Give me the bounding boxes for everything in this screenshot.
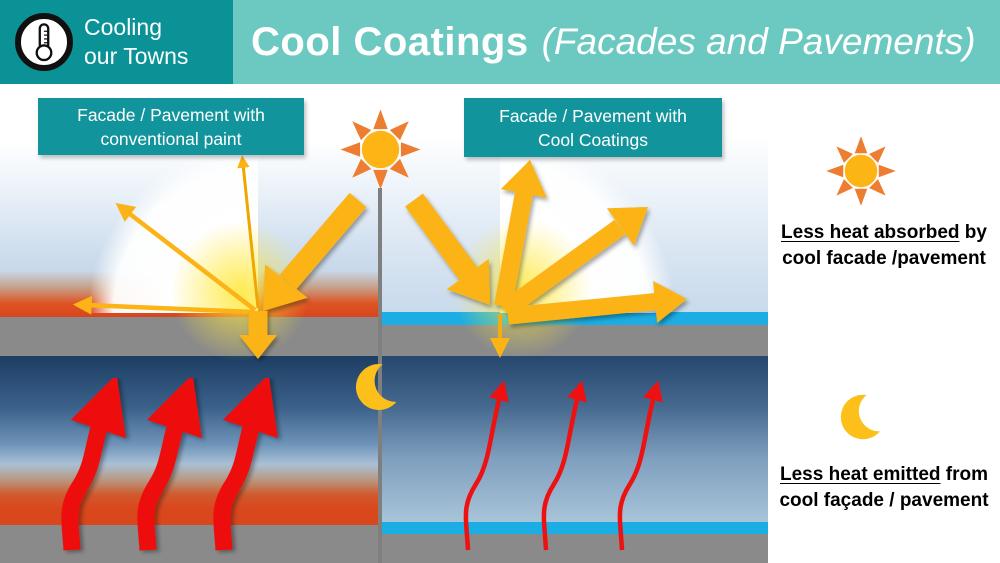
reflected-ray-diagonal-arrow: [499, 219, 626, 318]
moon-icon: [836, 384, 896, 450]
brand-logo: [15, 13, 73, 71]
absorbed-caption: Less heat absorbed by cool facade /pavem…: [766, 220, 1000, 272]
cool-coating-layer-night: [382, 522, 768, 534]
incoming-sunlight-arrowhead: [263, 264, 308, 311]
incoming-sunlight-arrowhead: [446, 259, 490, 305]
brand-line2: our Towns: [84, 43, 189, 69]
absorbed-heat-arrowhead: [239, 335, 277, 359]
reflected-ray-up-arrowhead: [500, 160, 547, 198]
small-emitted-heat-arrow: [617, 380, 663, 551]
reflected-ray-right-arrow: [507, 293, 657, 325]
emitted-heat-arrow: [213, 374, 278, 551]
heat-glow: [170, 221, 310, 361]
cool-label-line2: Cool Coatings: [538, 129, 648, 150]
brand-banner: Cooling our Towns: [0, 0, 233, 84]
emitted-caption: Less heat emitted from cool façade / pav…: [766, 462, 1000, 514]
cool-night-diagram: [463, 380, 663, 551]
page-title: Cool Coatings: [251, 19, 529, 64]
cool-label-box: Facade / Pavement with Cool Coatings: [464, 98, 722, 157]
emitted-caption-line1: Less heat emitted from: [766, 462, 1000, 488]
cool-day-diagram: [405, 138, 687, 358]
small-emitted-heat-arrow: [463, 380, 509, 551]
reflected-ray-right-arrowhead: [653, 281, 687, 323]
absorbed-caption-suffix: by: [959, 222, 987, 243]
conventional-night-diagram: [61, 374, 278, 551]
conventional-label-line1: Facade / Pavement with: [77, 104, 265, 125]
brand-line1: Cooling: [84, 14, 162, 40]
conventional-day-diagram: [72, 143, 367, 361]
conventional-label-box: Facade / Pavement with conventional pain…: [38, 98, 304, 155]
brand-name: Cooling our Towns: [84, 13, 188, 71]
sun-icon: [338, 107, 423, 192]
absorbed-caption-underlined: Less heat absorbed: [781, 222, 960, 243]
sun-icon: [824, 134, 898, 208]
emitted-caption-suffix: from: [940, 464, 988, 485]
absorbed-caption-line1: Less heat absorbed by: [766, 220, 1000, 246]
reflected-ray-upleft-arrow: [115, 202, 257, 312]
emitted-caption-underlined: Less heat emitted: [780, 464, 941, 485]
emitted-heat-arrow: [61, 374, 126, 551]
cool-night-pavement: [382, 534, 768, 563]
page-subtitle: (Facades and Pavements): [541, 21, 976, 62]
reflected-ray-diagonal-arrowhead: [606, 207, 648, 246]
reflected-ray-left-arrow: [72, 295, 255, 315]
reflected-ray-up-arrow: [494, 191, 533, 308]
thermometer-icon: [21, 19, 67, 65]
label-pointer-arrow: [237, 155, 260, 309]
small-emitted-heat-arrow: [541, 380, 587, 551]
emitted-caption-line2: cool façade / pavement: [779, 490, 989, 511]
incoming-sunlight-arrow: [279, 192, 367, 290]
title-banner: Cool Coatings (Facades and Pavements): [233, 0, 1000, 84]
cool-label-line1: Facade / Pavement with: [499, 105, 687, 126]
absorbed-caption-line2: cool facade /pavement: [782, 248, 986, 269]
conventional-label-line2: conventional paint: [100, 128, 242, 149]
emitted-heat-arrow: [137, 374, 202, 551]
moon-icon: [351, 353, 413, 421]
incoming-sunlight-arrow: [405, 193, 479, 283]
